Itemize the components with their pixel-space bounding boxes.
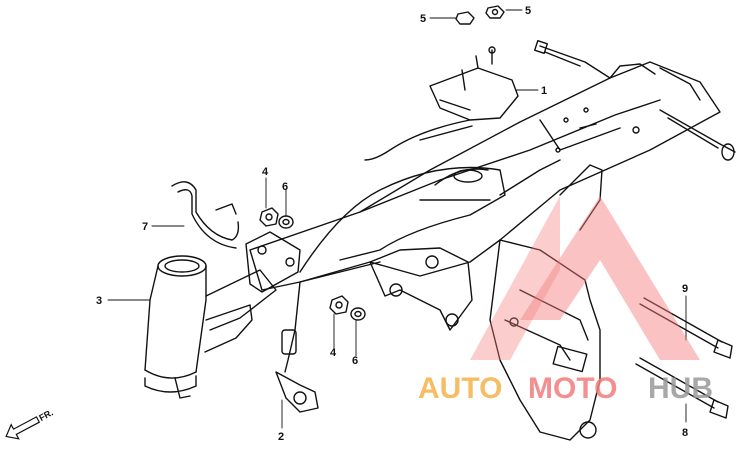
front-arrow-label: FR. [37, 407, 54, 423]
callout-6-upper: 6 [282, 181, 288, 193]
main-frame [249, 61, 721, 291]
gusset-plate [369, 247, 473, 331]
callout-2: 2 [278, 431, 284, 443]
callout-4-lower: 4 [330, 347, 337, 359]
nut-lower-4 [329, 295, 349, 315]
watermark-logo: AUTO MOTO HUB [418, 196, 713, 405]
callout-7: 7 [142, 221, 148, 233]
callout-5-right: 5 [525, 5, 531, 17]
callout-9: 9 [682, 283, 688, 295]
rear-bracket [489, 164, 603, 441]
watermark-text-1: AUTO [418, 372, 502, 405]
callout-1: 1 [541, 85, 547, 97]
washer-lower-6 [350, 307, 366, 321]
lower-frame [299, 159, 561, 273]
callout-4-upper: 4 [262, 166, 269, 178]
callout-5-left: 5 [420, 13, 426, 25]
callout-6-lower: 6 [352, 355, 358, 367]
bolt-9 [639, 297, 733, 359]
nut-top-left-5 [455, 11, 475, 25]
bolt-8 [635, 357, 729, 419]
watermark-text-3: HUB [648, 372, 713, 405]
pivot-shaft [533, 39, 736, 161]
head-tube [144, 255, 277, 399]
wire-clamp [171, 181, 240, 249]
front-bracket [245, 231, 301, 293]
nut-upper-4 [259, 207, 279, 227]
watermark-text-2: MOTO [528, 372, 617, 405]
front-arrow-icon: FR. [5, 407, 55, 440]
nut-top-right-5 [485, 5, 505, 19]
callout-3: 3 [96, 295, 102, 307]
cable-harness [275, 281, 319, 413]
washer-upper-6 [278, 215, 294, 229]
callout-8: 8 [682, 427, 688, 439]
sensor-unit [364, 46, 519, 161]
